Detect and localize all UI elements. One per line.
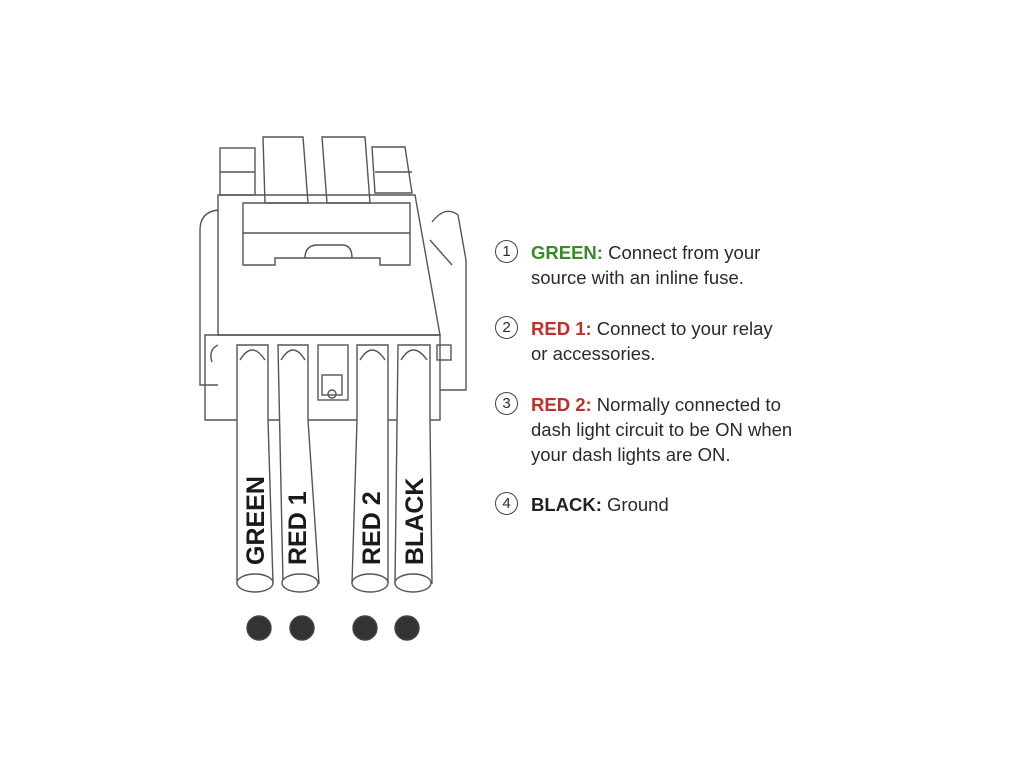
legend-text: dash light circuit to be ON when bbox=[531, 419, 793, 440]
legend-text: Ground bbox=[607, 494, 669, 515]
legend-label: GREEN: bbox=[531, 242, 603, 263]
wire-number: 1 bbox=[255, 621, 264, 638]
legend-text: or accessories. bbox=[531, 343, 656, 364]
wire-number: 3 bbox=[361, 621, 370, 638]
wiring-legend: 3 RED 2: Normally connected to dash ligh… bbox=[495, 392, 792, 467]
legend-item-green: 1 GREEN: Connect from your source with a… bbox=[495, 240, 760, 290]
legend-label: RED 2: bbox=[531, 394, 592, 415]
legend-item-red2: 3 RED 2: Normally connected to dash ligh… bbox=[495, 392, 792, 467]
wire-label-red2: RED 2 bbox=[358, 491, 386, 565]
wire-number: 4 bbox=[403, 621, 412, 638]
legend-item-black: 4 BLACK: Ground bbox=[495, 492, 669, 517]
legend-text: Connect from your bbox=[602, 242, 761, 263]
wire-number: 2 bbox=[298, 621, 307, 638]
wire-label-red1: RED 1 bbox=[284, 491, 312, 565]
wire-label-green: GREEN bbox=[242, 476, 270, 565]
legend-text: Connect to your relay bbox=[596, 318, 773, 339]
number-badge: 2 bbox=[495, 316, 518, 339]
number-badge: 1 bbox=[495, 240, 518, 263]
legend-label: RED 1: bbox=[531, 318, 592, 339]
wiring-legend: 2 RED 1: Connect to your relay or access… bbox=[495, 316, 773, 366]
wiring-legend: 1 GREEN: Connect from your source with a… bbox=[495, 240, 760, 290]
wire-label-black: BLACK bbox=[401, 478, 429, 566]
legend-text: source with an inline fuse. bbox=[531, 267, 744, 288]
connector-housing bbox=[199, 136, 467, 421]
legend-text: Normally connected to bbox=[596, 394, 781, 415]
number-badge: 4 bbox=[495, 492, 518, 515]
legend-item-red1: 2 RED 1: Connect to your relay or access… bbox=[495, 316, 773, 366]
wires bbox=[236, 344, 433, 593]
legend-text: your dash lights are ON. bbox=[531, 444, 731, 465]
wiring-legend: 4 BLACK: Ground bbox=[495, 492, 669, 517]
legend-label: BLACK: bbox=[531, 494, 602, 515]
number-badge: 3 bbox=[495, 392, 518, 415]
wire-numbers: 1 2 3 4 bbox=[246, 615, 420, 641]
